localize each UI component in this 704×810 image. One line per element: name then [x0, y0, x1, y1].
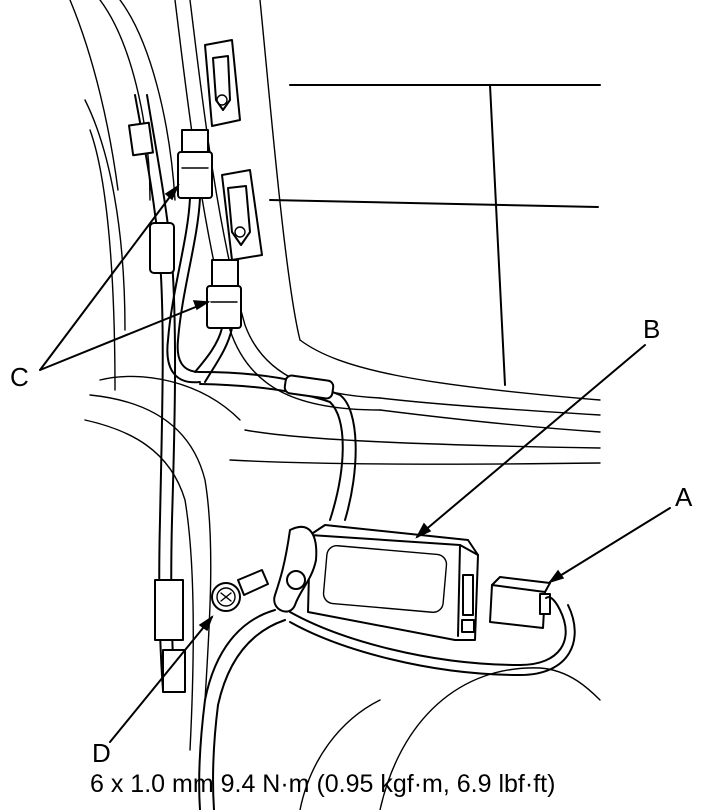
callout-c: C — [10, 362, 29, 392]
torque-spec: 6 x 1.0 mm 9.4 N·m (0.95 kgf·m, 6.9 lbf·… — [90, 770, 555, 798]
callout-a: A — [675, 482, 693, 512]
leader-a — [548, 507, 671, 584]
leader-b — [415, 344, 646, 539]
body-panel-lines — [69, 0, 601, 810]
harness-to-module — [166, 197, 357, 521]
leader-d — [109, 615, 214, 743]
connector-a — [489, 576, 551, 629]
callout-d: D — [92, 738, 111, 768]
clip-mount-lower — [221, 169, 263, 261]
connector-c-upper — [177, 129, 213, 199]
leader-c — [39, 183, 211, 371]
connector-c-lower — [206, 259, 242, 329]
bolt-d — [211, 569, 269, 612]
left-harness — [128, 94, 186, 693]
clip-mount-upper — [204, 39, 241, 127]
harness-lower — [198, 596, 576, 810]
callout-b: B — [643, 314, 660, 344]
module-b — [273, 524, 479, 641]
